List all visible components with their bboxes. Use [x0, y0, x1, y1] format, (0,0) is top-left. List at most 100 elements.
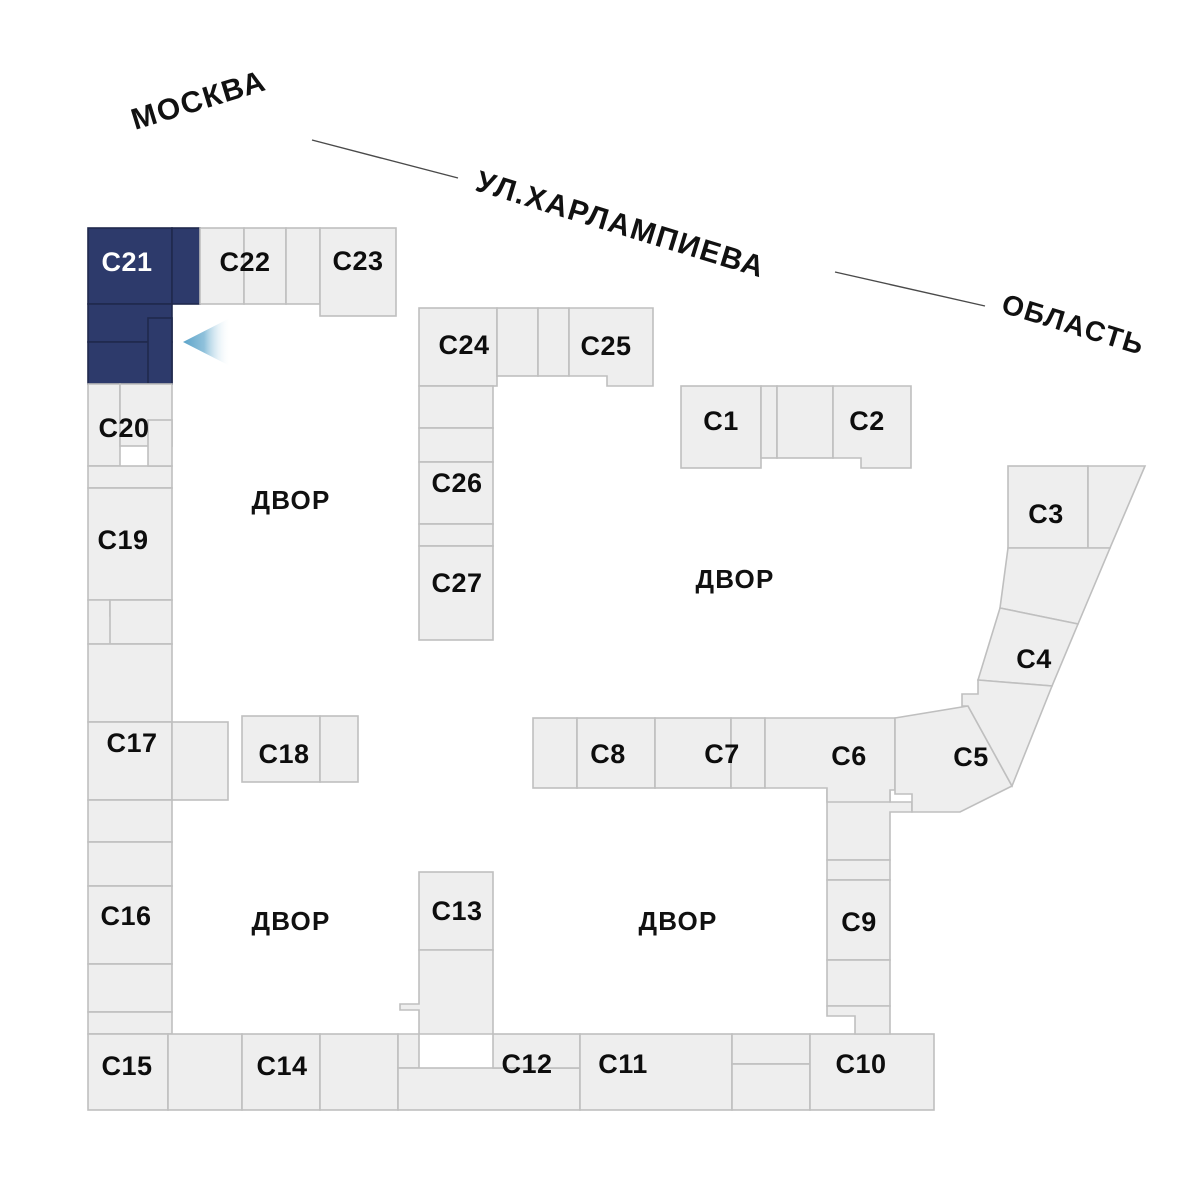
block-C10-body[interactable] — [809, 1033, 935, 1111]
block-group-C10[interactable]: C10 — [809, 1033, 935, 1111]
block-label-C19: C19 — [97, 525, 148, 555]
block-label-C16: C16 — [100, 901, 151, 931]
block-C21-wing[interactable] — [171, 227, 201, 305]
block-C18-body[interactable] — [241, 715, 321, 783]
block-group-C11-C10-link[interactable] — [731, 1033, 811, 1111]
block-link-seg-a[interactable] — [731, 1033, 811, 1065]
block-C11-body[interactable] — [579, 1033, 733, 1111]
block-C20-seg-c[interactable] — [87, 465, 173, 489]
block-C1-C2-link-a[interactable] — [760, 385, 778, 459]
block-C13-lower[interactable] — [399, 949, 494, 1035]
block-C20-spur[interactable] — [147, 419, 173, 467]
block-C9-seg-a[interactable] — [826, 859, 891, 881]
block-C7-east[interactable] — [730, 717, 766, 789]
block-group-C23[interactable]: C23 — [319, 227, 397, 317]
block-C24-C25-link-a[interactable] — [496, 307, 539, 377]
block-group-C13[interactable]: C13 — [399, 871, 494, 1035]
block-group-C8[interactable]: C8 — [532, 717, 656, 789]
block-C16-body[interactable] — [87, 885, 173, 965]
block-group-C5[interactable]: C5 — [894, 705, 1014, 813]
block-C13-body[interactable] — [418, 871, 494, 951]
block-C16-seg-e[interactable] — [87, 1011, 173, 1035]
block-group-C14[interactable]: C14 — [241, 1033, 399, 1111]
block-group-C17[interactable]: C17 — [87, 643, 229, 801]
block-C18-east[interactable] — [319, 715, 359, 783]
block-group-C9[interactable]: C9 — [826, 789, 913, 1035]
block-C19-step-fill[interactable] — [109, 599, 173, 645]
block-C27-body[interactable] — [418, 545, 494, 641]
block-group-C16[interactable]: C16 — [87, 799, 173, 1035]
block-C9-foot[interactable] — [826, 1005, 891, 1035]
block-group-C24[interactable]: C24 — [418, 307, 498, 387]
block-group-C12[interactable]: C12 — [397, 1033, 581, 1111]
block-group-C2[interactable]: C2 — [832, 385, 912, 469]
block-C24-body[interactable] — [418, 307, 498, 387]
block-group-C21[interactable]: C21 — [87, 227, 201, 385]
block-C16-seg-d[interactable] — [87, 963, 173, 1013]
block-C8-west[interactable] — [532, 717, 578, 789]
block-group-C27[interactable]: C27 — [418, 523, 494, 641]
yard-label-northwest: ДВОР — [251, 485, 330, 515]
block-group-C11[interactable]: C11 — [579, 1033, 733, 1111]
block-label-C15: C15 — [101, 1051, 152, 1081]
block-group-C7[interactable]: C7 — [654, 717, 766, 789]
direction-pointer — [183, 318, 230, 366]
block-C16-seg-b[interactable] — [87, 841, 173, 887]
block-C27-neck[interactable] — [418, 523, 494, 547]
block-C9-seg-c[interactable] — [826, 959, 891, 1007]
block-C24-C25-link-b[interactable] — [537, 307, 570, 377]
block-group-C18[interactable]: C18 — [241, 715, 359, 783]
block-label-C17: C17 — [106, 728, 157, 758]
block-group-C24-C25-link[interactable] — [496, 307, 570, 377]
block-C17-upper[interactable] — [87, 643, 173, 723]
block-C22-seg-c[interactable] — [285, 227, 321, 305]
block-label-C4: C4 — [1016, 644, 1052, 674]
block-C26-seg-b[interactable] — [418, 427, 494, 463]
block-C8-body[interactable] — [576, 717, 656, 789]
block-C4-C5-link-body[interactable] — [961, 679, 1054, 788]
block-group-C1[interactable]: C1 — [680, 385, 762, 469]
block-group-C25[interactable]: C25 — [568, 307, 654, 387]
block-C1-C2-link-b[interactable] — [776, 385, 834, 459]
block-label-C14: C14 — [256, 1051, 307, 1081]
block-group-C6[interactable]: C6 — [764, 717, 896, 803]
block-C17-east[interactable] — [171, 721, 229, 801]
block-group-C20[interactable]: C20 — [87, 383, 173, 489]
block-group-C4[interactable]: C4 — [976, 607, 1080, 687]
street-label-oblast: ОБЛАСТЬ — [998, 288, 1148, 361]
block-C25-body[interactable] — [568, 307, 654, 387]
block-link-seg-b[interactable] — [731, 1063, 811, 1111]
block-C6-body[interactable] — [764, 717, 896, 803]
block-group-C1-C2-link[interactable] — [760, 385, 834, 459]
block-C14-east[interactable] — [319, 1033, 399, 1111]
block-label-C3: C3 — [1028, 499, 1064, 529]
block-group-C26[interactable]: C26 — [418, 385, 494, 525]
block-C21-spur[interactable] — [147, 317, 173, 385]
block-C22-seg-b[interactable] — [243, 227, 287, 305]
block-group-C22[interactable]: C22 — [199, 227, 321, 305]
block-C12-west[interactable] — [397, 1033, 420, 1069]
block-C3-sliver[interactable] — [1087, 465, 1147, 549]
block-C16-seg-a[interactable] — [87, 799, 173, 843]
block-group-C19[interactable]: C19 — [87, 487, 173, 645]
block-group-C3[interactable]: C3 — [1007, 465, 1147, 549]
block-C26-body[interactable] — [418, 461, 494, 525]
block-C12-upper[interactable] — [492, 1033, 581, 1069]
block-C21-body[interactable] — [87, 227, 173, 305]
block-C2-body[interactable] — [832, 385, 912, 469]
block-C15-east[interactable] — [167, 1033, 243, 1111]
block-group-C15[interactable]: C15 — [87, 1033, 243, 1111]
block-C26-seg-a[interactable] — [418, 385, 494, 429]
block-C14-body[interactable] — [241, 1033, 321, 1111]
block-label-C5: C5 — [953, 742, 989, 772]
block-C23-body[interactable] — [319, 227, 397, 317]
block-label-C24: C24 — [438, 330, 489, 360]
block-group-C4-C5-link[interactable] — [961, 679, 1054, 788]
block-C9-body[interactable] — [826, 879, 891, 961]
block-label-C23: C23 — [332, 246, 383, 276]
block-C12-body[interactable] — [397, 1067, 581, 1111]
block-C15-body[interactable] — [87, 1033, 169, 1111]
leader-line-oblast — [834, 271, 986, 307]
